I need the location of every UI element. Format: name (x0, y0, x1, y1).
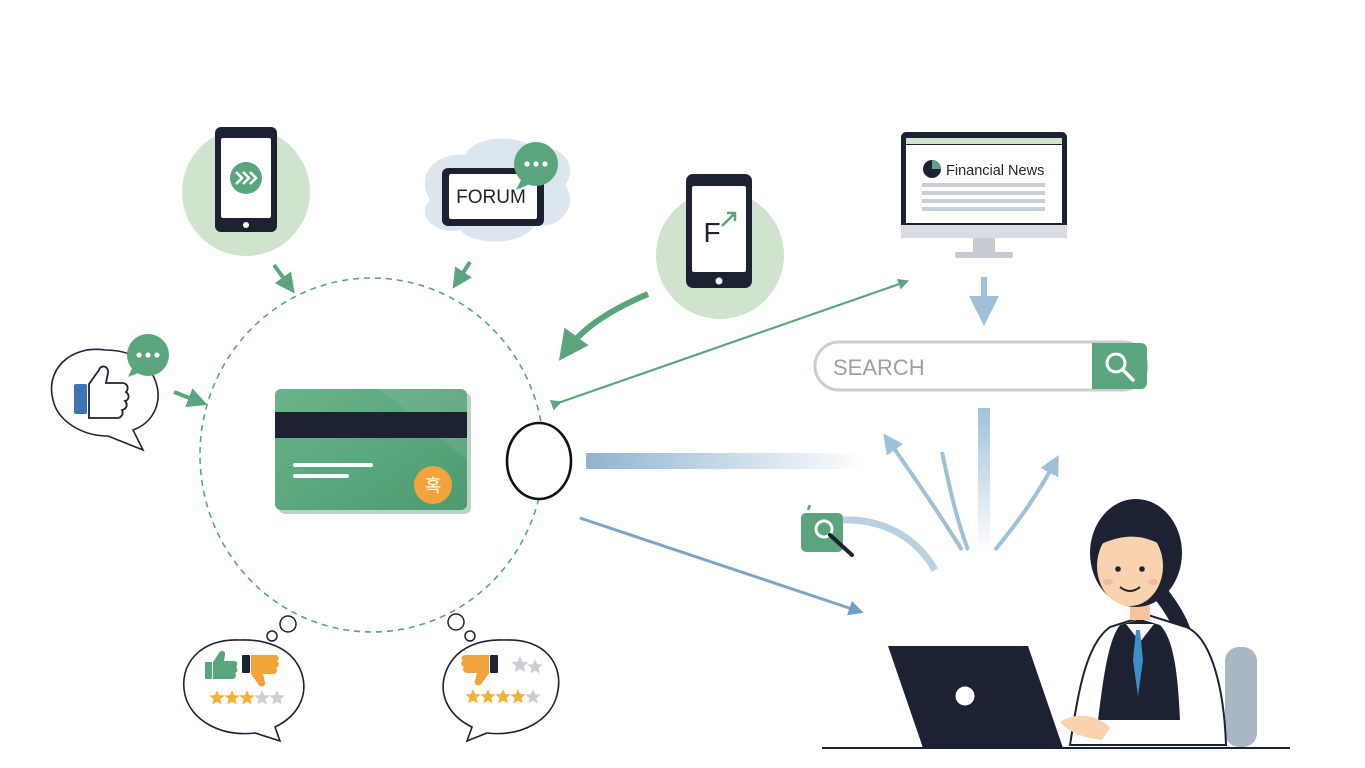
search-bar[interactable] (813, 340, 1149, 392)
finance-app-letter: F (703, 217, 720, 248)
star-icon (254, 690, 270, 705)
chat-app-icon (215, 127, 277, 232)
thumbs-down-icon (242, 655, 279, 687)
star-icon (495, 689, 511, 704)
arrow-magnifier-to-user (839, 516, 939, 572)
user-radiating-arrows (883, 433, 1059, 552)
star-icon (511, 656, 543, 674)
thumbs-up-icon (74, 365, 130, 419)
star-icon (525, 689, 541, 704)
card-badge-label: 혹 (425, 476, 442, 496)
arrow-hub-to-laptop (579, 516, 864, 616)
arrow-news-and-hub (549, 278, 910, 411)
hub-node (505, 421, 573, 501)
star-icon (480, 689, 496, 704)
credit-card-icon (275, 389, 471, 514)
arrow-like-to-card (173, 388, 208, 408)
star-icon (224, 690, 240, 705)
financial-news-label: Financial News (946, 163, 1044, 179)
arrow-chat-to-card (272, 263, 295, 294)
card-badge-icon (414, 466, 452, 504)
forum-node: FORUM (424, 138, 571, 242)
search-to-user-flow (978, 408, 990, 553)
laptop-icon (888, 646, 1063, 748)
star-icon (510, 689, 526, 704)
rating-stars-right (465, 689, 541, 704)
social-like-node (50, 334, 169, 452)
forum-label: FORUM (456, 187, 526, 208)
arrow-forum-to-card (452, 260, 472, 289)
star-icon (239, 690, 255, 705)
review-bubble-right (442, 613, 560, 743)
thumbs-down-icon (461, 655, 498, 686)
arrow-finance-app-to-card (558, 291, 650, 361)
search-icon[interactable] (1105, 352, 1135, 382)
like-chat-bubble-icon (127, 334, 169, 377)
person-icon (1060, 499, 1257, 747)
financial-news-monitor-icon (901, 132, 1067, 258)
forum-tablet-icon (442, 168, 544, 226)
forum-chat-bubble-icon (514, 142, 558, 190)
magnifier-badge-icon (801, 504, 854, 557)
star-icon (269, 690, 285, 705)
hub-to-user-flow (586, 453, 866, 469)
chat-app-node (182, 127, 310, 256)
star-icon (209, 690, 225, 705)
rating-stars-left (209, 690, 285, 705)
finance-app-node: F (656, 174, 784, 319)
financial-news-node: Financial News (901, 132, 1067, 258)
review-bubble-left (183, 615, 305, 743)
thumbs-up-icon (205, 650, 238, 679)
search-input[interactable]: SEARCH (833, 355, 925, 380)
star-icon (465, 689, 481, 704)
